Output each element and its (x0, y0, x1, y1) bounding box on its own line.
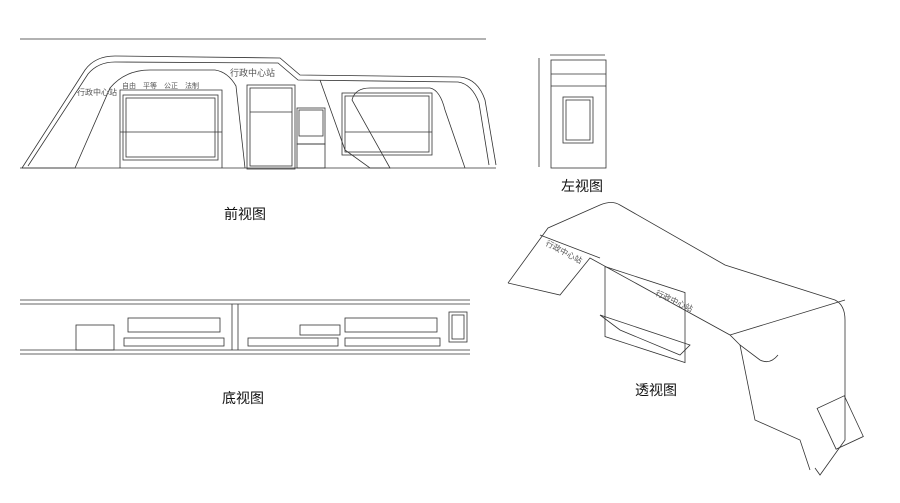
bottom-view-caption: 底视图 (222, 391, 264, 407)
front-view-drawing (20, 38, 497, 170)
perspective-station-name-mid: 行政中心站 (654, 288, 694, 314)
front-view-caption: 前视图 (224, 207, 266, 223)
perspective-view-caption: 透视图 (635, 383, 677, 399)
perspective-station-name-left: 行政中心站 (544, 238, 584, 266)
front-slogan: 自由 平等 公正 法制 (122, 81, 199, 90)
perspective-drawing (507, 202, 864, 476)
left-view-drawing (538, 54, 607, 169)
front-station-name-left: 行政中心站 (77, 87, 117, 97)
bottom-view-drawing (20, 299, 470, 355)
front-station-name-top: 行政中心站 (230, 67, 275, 79)
left-view-caption: 左视图 (561, 179, 603, 195)
